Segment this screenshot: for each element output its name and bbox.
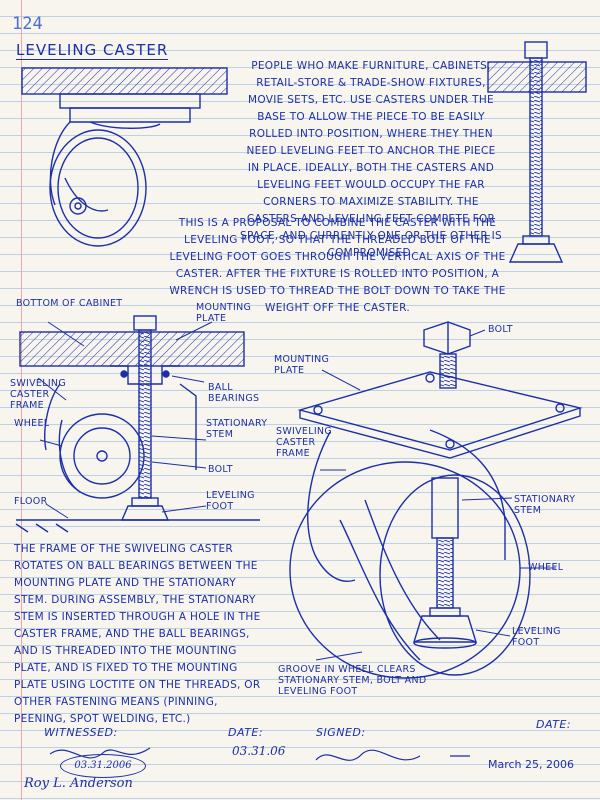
- label-bolt: Bolt: [208, 464, 233, 475]
- date-label-1: Date:: [228, 726, 264, 739]
- isometric-caster-sketch: [289, 321, 583, 679]
- label-stationary-stem: Stationary stem: [206, 418, 268, 440]
- witness-name: Roy L. Anderson: [24, 776, 133, 791]
- page-title: Leveling Caster: [16, 41, 169, 60]
- section-view-sketch: [15, 315, 260, 533]
- label-iso-wheel: Wheel: [528, 562, 564, 573]
- label-floor: Floor: [14, 496, 48, 507]
- caster-sketch: [21, 67, 228, 247]
- label-iso-swiveling-caster-frame: Swiveling caster frame: [276, 426, 332, 459]
- frame-description-paragraph: The frame of the swiveling caster rotate…: [14, 543, 261, 725]
- intro-paragraph: People who make furniture, cabinets, ret…: [240, 60, 503, 259]
- label-bottom-of-cabinet: Bottom of cabinet: [16, 298, 123, 309]
- label-wheel: Wheel: [14, 418, 50, 429]
- page-number: 124: [12, 14, 43, 34]
- label-leveling-foot: Leveling foot: [206, 490, 255, 512]
- date-label-2: Date:: [536, 718, 572, 731]
- witness-date-stamp: 03.31.2006: [60, 754, 146, 778]
- leveling-foot-sketch: [487, 41, 587, 263]
- label-iso-mounting-plate: Mounting plate: [274, 354, 330, 376]
- proposal-paragraph: This is a proposal to combine the caster…: [169, 217, 506, 314]
- signed-date: March 25, 2006: [488, 758, 575, 771]
- label-mounting-plate: Mounting plate: [196, 302, 252, 324]
- label-iso-stationary-stem: Stationary stem: [514, 494, 576, 516]
- signed-label: Signed:: [316, 726, 366, 739]
- label-ball-bearings: Ball bearings: [208, 382, 260, 404]
- witnessed-label: Witnessed:: [44, 726, 118, 739]
- signature-marks: [49, 747, 470, 761]
- label-iso-bolt: Bolt: [488, 324, 513, 335]
- leader-lines: [37, 321, 556, 661]
- label-swiveling-caster-frame: Swiveling caster frame: [10, 378, 66, 411]
- label-iso-leveling-foot: Leveling foot: [512, 626, 561, 648]
- witness-date: 03.31.06: [232, 744, 286, 758]
- label-iso-groove: Groove in wheel clears stationary stem, …: [278, 664, 427, 697]
